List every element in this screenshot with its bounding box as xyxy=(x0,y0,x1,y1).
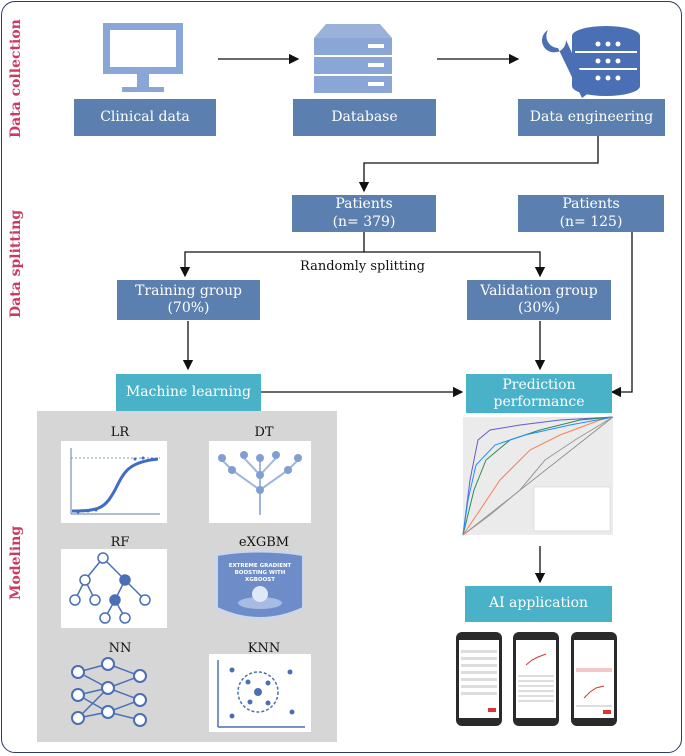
rf-card xyxy=(61,549,167,628)
randomly-splitting-label: Randomly splitting xyxy=(300,259,425,274)
xgb-badge-text: EXTREME GRADIENT BOOSTING WITH XGBOOST xyxy=(228,563,292,583)
training-group-line2: (70%) xyxy=(167,300,210,316)
training-group-line1: Training group xyxy=(135,282,242,299)
phone-2 xyxy=(513,632,559,726)
clinical-data-label: Clinical data xyxy=(100,108,190,125)
patients-125-box: Patients (n= 125) xyxy=(518,195,664,232)
prediction-performance-box: Prediction performance xyxy=(466,374,612,414)
model-label-lr: LR xyxy=(110,425,130,440)
model-label-dt: DT xyxy=(254,425,274,440)
patients-379-box: Patients (n= 379) xyxy=(292,195,436,232)
data-engineering-label: Data engineering xyxy=(529,108,654,125)
training-group-box: Training group (70%) xyxy=(117,280,260,320)
machine-learning-box: Machine learning xyxy=(116,374,261,411)
ai-application-label: AI application xyxy=(488,595,589,612)
lr-card xyxy=(61,441,167,523)
patients-125-line1: Patients xyxy=(562,196,620,212)
machine-learning-label: Machine learning xyxy=(125,383,252,400)
validation-group-line2: (30%) xyxy=(517,300,561,316)
model-label-rf: RF xyxy=(110,535,130,550)
patients-379-line1: Patients xyxy=(335,196,393,212)
validation-group-box: Validation group (30%) xyxy=(467,280,611,320)
model-label-nn: NN xyxy=(108,641,132,656)
database-label: Database xyxy=(331,108,398,125)
patients-379-line2: (n= 379) xyxy=(332,213,396,230)
model-label-knn: KNN xyxy=(247,641,281,656)
validation-group-line1: Validation group xyxy=(480,282,598,299)
phone-3 xyxy=(571,632,617,726)
data-engineering-box: Data engineering xyxy=(518,99,665,136)
model-label-exgbm: eXGBM xyxy=(238,535,290,550)
ai-application-box: AI application xyxy=(465,586,612,622)
clinical-data-box: Clinical data xyxy=(74,99,216,136)
database-box: Database xyxy=(293,99,436,136)
prediction-line2: performance xyxy=(493,394,585,410)
patients-125-line2: (n= 125) xyxy=(559,213,623,230)
phone-1 xyxy=(456,632,502,726)
prediction-line1: Prediction xyxy=(502,376,576,393)
